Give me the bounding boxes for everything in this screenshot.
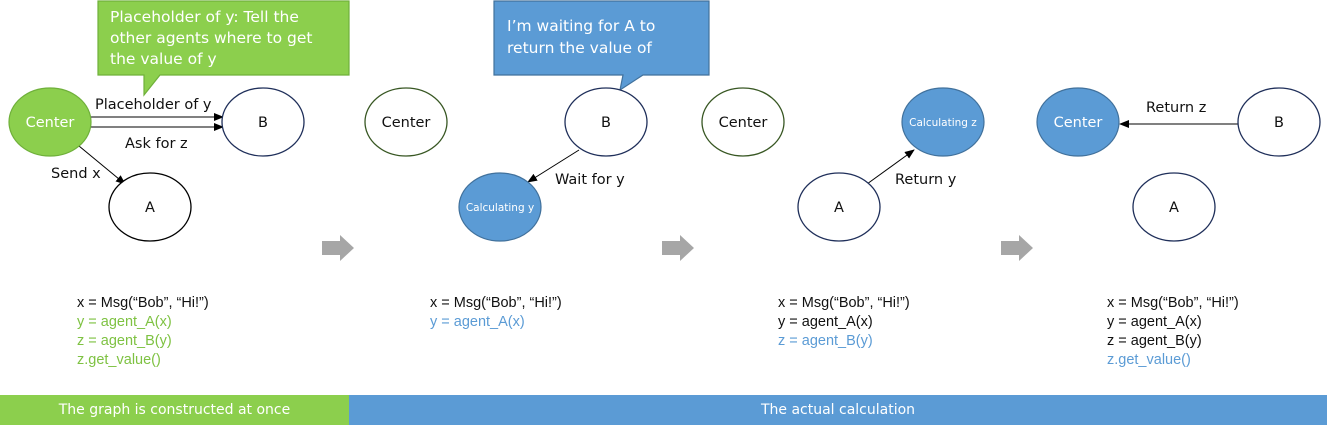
edge-send-arrow (78, 145, 126, 185)
panel-4: Return z Center B A (1036, 87, 1321, 242)
node-b-2-label: B (601, 115, 611, 131)
node-b-2 (564, 87, 648, 157)
node-center-1-label: Center (26, 115, 75, 131)
code-line: y = agent_A(x) (77, 314, 172, 330)
node-b-1-label: B (258, 115, 268, 131)
edge-return-y-label: Return y (895, 172, 957, 188)
panel-2: I’m waiting for A to return the value of… (364, 0, 710, 242)
node-center-1 (8, 87, 92, 157)
callout-1-text: Placeholder of y: Tell the other agents … (110, 8, 317, 68)
code-line: y = agent_A(x) (430, 314, 525, 330)
edge-return-y-arrow (866, 149, 915, 185)
edge-return-z-label: Return z (1146, 100, 1206, 116)
code-line: z = agent_B(y) (1107, 333, 1202, 349)
node-calc-y-label: Calculating y (466, 202, 534, 214)
node-a-3-label: A (834, 200, 844, 216)
node-b-1 (221, 87, 305, 157)
band-graph-constructed: The graph is constructed at once (0, 395, 349, 425)
code-line: z.get_value() (1107, 352, 1191, 368)
node-calc-z-label: Calculating z (909, 117, 977, 129)
edge-wait-arrow (527, 149, 580, 183)
node-calc-z (901, 87, 985, 157)
callout-1-shape (97, 0, 350, 97)
step-arrow-1 (322, 235, 354, 261)
node-a-1 (108, 172, 192, 242)
edge-send-label: Send x (51, 166, 101, 182)
code-line: y = agent_A(x) (1107, 314, 1202, 330)
node-a-4 (1132, 172, 1216, 242)
node-b-4-label: B (1274, 115, 1284, 131)
code-block-3: x = Msg(“Bob”, “Hi!”) y = agent_A(x) z =… (778, 294, 910, 351)
step-arrow-3 (1001, 235, 1033, 261)
node-center-3-label: Center (719, 115, 768, 131)
node-center-4-label: Center (1054, 115, 1103, 131)
code-block-4: x = Msg(“Bob”, “Hi!”) y = agent_A(x) z =… (1107, 294, 1239, 370)
band-actual-calculation: The actual calculation (349, 395, 1327, 425)
node-center-3 (701, 87, 785, 157)
node-a-4-label: A (1169, 200, 1179, 216)
band-graph-constructed-label: The graph is constructed at once (58, 402, 291, 418)
code-line: x = Msg(“Bob”, “Hi!”) (77, 295, 209, 311)
code-line: z = agent_B(y) (778, 333, 873, 349)
code-line: y = agent_A(x) (778, 314, 873, 330)
code-block-1: x = Msg(“Bob”, “Hi!”) y = agent_A(x) z =… (77, 294, 209, 370)
node-b-4 (1237, 87, 1321, 157)
edge-placeholder-label: Placeholder of y (95, 97, 212, 113)
node-a-1-label: A (145, 200, 155, 216)
code-block-2: x = Msg(“Bob”, “Hi!”) y = agent_A(x) (430, 294, 562, 332)
code-line: x = Msg(“Bob”, “Hi!”) (1107, 295, 1239, 311)
step-arrow-2 (662, 235, 694, 261)
node-center-2-label: Center (382, 115, 431, 131)
code-line: z = agent_B(y) (77, 333, 172, 349)
callout-2-shape (493, 0, 710, 92)
edge-ask-label: Ask for z (125, 136, 188, 152)
panel-3: Return y Center Calculating z A (701, 87, 985, 242)
panel-1: Placeholder of y: Tell the other agents … (8, 0, 350, 242)
code-line: x = Msg(“Bob”, “Hi!”) (778, 295, 910, 311)
callout-2-text: I’m waiting for A to return the value of (507, 17, 660, 57)
node-a-3 (797, 172, 881, 242)
code-line: z.get_value() (77, 352, 161, 368)
code-line: x = Msg(“Bob”, “Hi!”) (430, 295, 562, 311)
edge-wait-label: Wait for y (555, 172, 625, 188)
node-center-4 (1036, 87, 1120, 157)
node-center-2 (364, 87, 448, 157)
node-calc-y (458, 172, 542, 242)
band-actual-calculation-label: The actual calculation (760, 402, 916, 418)
